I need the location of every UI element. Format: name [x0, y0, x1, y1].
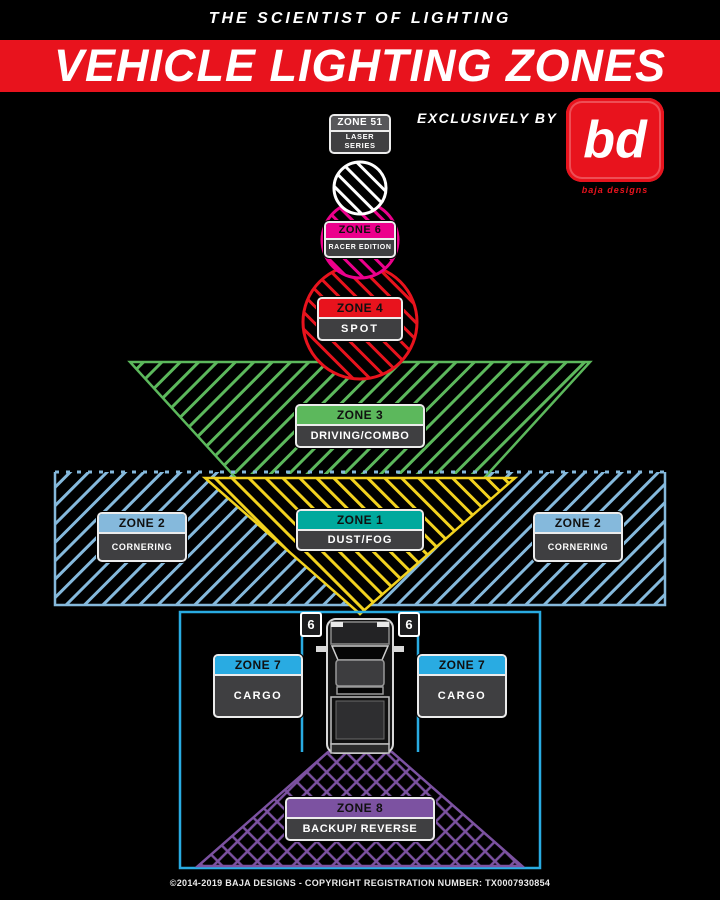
zone7-right-title: ZONE 7	[419, 656, 505, 676]
zone8-description: BACKUP/ REVERSE	[302, 822, 418, 835]
zone2-left-label-box: ZONE 2 CORNERING	[97, 512, 187, 562]
zone6-label-box: ZONE 6 RACER EDITION	[324, 221, 396, 258]
truck-hood	[330, 621, 390, 645]
tagline: THE SCIENTIST OF LIGHTING	[208, 10, 512, 27]
zone6-front-marker-left: 6	[300, 612, 322, 637]
zone4-title: ZONE 4	[319, 299, 401, 319]
zone1-description: DUST/FOG	[327, 533, 393, 546]
page-title: VEHICLE LIGHTING ZONES	[53, 40, 667, 91]
baja-designs-logo: bd	[566, 98, 664, 182]
truck-headlight-right	[377, 622, 389, 627]
zone7-right-label-box: ZONE 7 CARGO	[417, 654, 507, 718]
zone51-label-box: ZONE 51 LASER SERIES	[329, 114, 391, 154]
zone1-title: ZONE 1	[298, 511, 422, 531]
zone6-description: RACER EDITION	[328, 243, 392, 251]
zone4-label-box: ZONE 4 SPOT	[317, 297, 403, 341]
zone4-description: SPOT	[341, 322, 379, 335]
truck-mirror-right	[392, 646, 404, 652]
truck-top-view	[316, 618, 404, 754]
truck-rear-window	[336, 686, 384, 695]
bd-logo-name: baja designs	[581, 185, 649, 195]
exclusively-by-label: EXCLUSIVELY BY	[417, 110, 558, 126]
copyright-notice: ©2014-2019 BAJA DESIGNS - COPYRIGHT REGI…	[169, 878, 551, 888]
zone3-title: ZONE 3	[297, 406, 423, 426]
zone3-label-box: ZONE 3 DRIVING/COMBO	[295, 404, 425, 448]
truck-roof	[335, 659, 385, 687]
zone7-left-title: ZONE 7	[215, 656, 301, 676]
zone2-left-description: CORNERING	[111, 541, 173, 552]
zone8-label-box: ZONE 8 BACKUP/ REVERSE	[285, 797, 435, 841]
zone2-right-label-box: ZONE 2 CORNERING	[533, 512, 623, 562]
zone51-laser-circle	[332, 160, 388, 216]
zone2-right-title: ZONE 2	[535, 514, 621, 534]
bd-logo-monogram: bd	[583, 111, 647, 169]
truck-bed-inner	[335, 700, 385, 740]
zone3-description: DRIVING/COMBO	[310, 429, 410, 442]
zone6-front-marker-right: 6	[398, 612, 420, 637]
truck-tailgate	[330, 743, 390, 754]
truck-headlight-left	[331, 622, 343, 627]
zone7-right-description: CARGO	[437, 689, 487, 702]
truck-mirror-left	[316, 646, 328, 652]
zone51-description: LASER SERIES	[344, 132, 376, 150]
zone7-cargo-outline	[178, 610, 542, 870]
zone7-left-label-box: ZONE 7 CARGO	[213, 654, 303, 718]
truck-windshield	[330, 645, 390, 661]
title-banner: VEHICLE LIGHTING ZONES	[0, 40, 720, 92]
zone6-title: ZONE 6	[326, 223, 394, 240]
zone2-left-title: ZONE 2	[99, 514, 185, 534]
zone7-left-description: CARGO	[233, 689, 283, 702]
zone51-title: ZONE 51	[331, 116, 389, 132]
zone1-label-box: ZONE 1 DUST/FOG	[296, 509, 424, 551]
zone2-right-description: CORNERING	[547, 541, 609, 552]
zone8-title: ZONE 8	[287, 799, 433, 819]
